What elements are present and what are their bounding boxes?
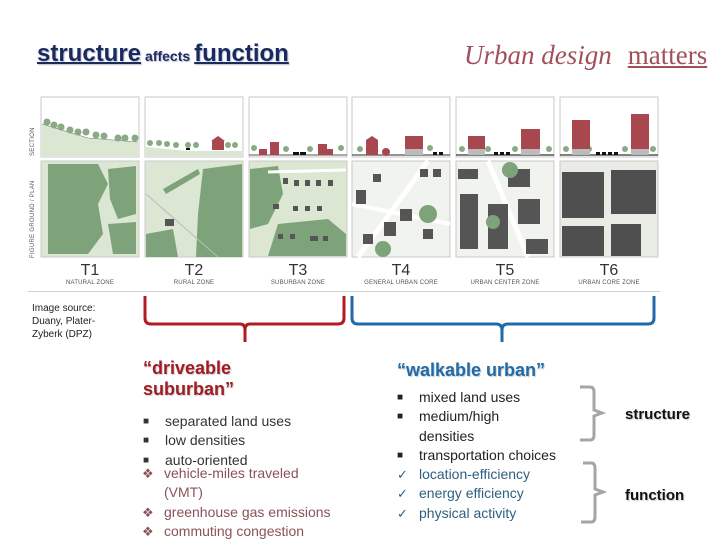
driveable-heading-line-2: suburban”: [143, 379, 235, 399]
list-item: ■ transportation choices: [397, 446, 556, 465]
zone-name-t4: GENERAL URBAN CORE: [364, 280, 438, 286]
square-bullet-icon: ■: [143, 454, 150, 466]
zone-code-t6: T6: [599, 262, 619, 279]
square-bullet-icon: ■: [143, 416, 150, 427]
diamond-bullet-icon: ❖: [142, 504, 154, 520]
list-item-text: (VMT): [164, 484, 203, 501]
diagram-divider: [28, 291, 660, 292]
walkable-structure-list: ■mixed land uses ■medium/high densities …: [397, 388, 556, 465]
structure-label: structure: [625, 406, 691, 423]
zone-code-t5: T5: [495, 262, 515, 279]
zone-code-t1: T1: [80, 262, 100, 279]
list-item: densities: [397, 427, 556, 446]
driveable-suburban-heading: “driveable suburban”: [143, 358, 234, 400]
square-bullet-icon: ■: [397, 411, 404, 423]
checkmark-icon: ✓: [397, 467, 408, 482]
list-item: ■ auto-oriented: [143, 451, 291, 470]
list-item: ❖ vehicle-miles traveled: [142, 464, 331, 483]
list-item-text: auto-oriented: [165, 451, 248, 468]
list-item-text: physical activity: [419, 504, 517, 521]
image-source-line-1: Image source:: [32, 303, 96, 314]
list-item: ❖ greenhouse gas emissions: [142, 503, 331, 522]
list-item: ✓ location-efficiency: [397, 465, 530, 484]
diamond-bullet-icon: ❖: [142, 523, 154, 539]
zone-code-t3: T3: [288, 262, 308, 279]
image-source-note: Image source: Duany, Plater- Zyberk (DPZ…: [32, 302, 95, 341]
structure-brace-icon: [580, 385, 607, 442]
list-item-text: separated land uses: [165, 413, 292, 429]
function-brace-icon: [581, 461, 608, 524]
title-word-affects: affects: [145, 48, 191, 64]
list-item: ■ low densities: [143, 431, 291, 450]
driveable-heading-line-1: “driveable: [143, 358, 232, 378]
square-bullet-icon: ■: [397, 392, 404, 403]
zone-name-t6: URBAN CORE ZONE: [578, 280, 640, 286]
list-item-text: medium/high: [419, 408, 500, 425]
function-label: function: [625, 487, 685, 504]
list-item: ■ mixed land uses: [397, 388, 556, 407]
zone-code-t4: T4: [391, 262, 411, 279]
title-matters: matters: [627, 40, 708, 70]
list-item: ✓ energy efficiency: [397, 484, 530, 503]
image-source-line-3: Zyberk (DPZ): [32, 329, 92, 340]
list-item-text: low densities: [165, 432, 246, 449]
title-urban-design-matters: Urban design matters: [464, 40, 707, 71]
list-item-text: commuting congestion: [164, 522, 305, 539]
zone-name-t5: URBAN CENTER ZONE: [470, 280, 540, 286]
diamond-bullet-icon: ❖: [142, 466, 154, 481]
title-urban-design: Urban design: [464, 40, 612, 70]
list-item: ■ medium/high: [397, 407, 556, 426]
zone-name-t1: NATURAL ZONE: [65, 280, 115, 286]
list-item-text: densities: [419, 427, 475, 444]
checkmark-icon: ✓: [397, 505, 408, 521]
list-item: ■ separated land uses: [143, 412, 291, 431]
checkmark-icon: ✓: [397, 486, 408, 502]
blue-brace-icon: [350, 296, 656, 342]
list-item-text: mixed land uses: [419, 389, 521, 405]
list-item-text: location-efficiency: [419, 466, 531, 482]
list-item: ❖ commuting congestion: [142, 522, 331, 541]
square-bullet-icon: ■: [143, 435, 150, 447]
list-item-text: vehicle-miles traveled: [164, 465, 299, 481]
red-brace-icon: [143, 296, 346, 342]
list-item: (VMT): [142, 483, 331, 502]
driveable-function-list: ❖ vehicle-miles traveled (VMT) ❖ greenhous…: [142, 464, 331, 541]
zone-code-t2: T2: [184, 262, 204, 279]
image-source-line-2: Duany, Plater-: [32, 316, 96, 327]
zone-name-t3: SUBURBAN ZONE: [270, 280, 326, 286]
list-item-text: transportation choices: [419, 446, 556, 463]
zone-name-t2: RURAL ZONE: [173, 280, 215, 286]
walkable-urban-heading: “walkable urban”: [397, 360, 546, 380]
transect-illustration: [40, 96, 659, 259]
walkable-function-list: ✓location-efficiency ✓energy efficiency …: [397, 465, 530, 523]
title-word-function: function: [194, 40, 289, 67]
title-word-structure: structure: [37, 40, 142, 67]
list-item-text: greenhouse gas emissions: [164, 503, 331, 520]
transect-diagram: SECTION FIGURE GROUND / PLAN: [28, 94, 680, 289]
driveable-structure-list: ■ separated land uses ■ low densities ■ aut…: [143, 412, 291, 470]
list-item: ✓ physical activity: [397, 504, 530, 523]
list-item-text: energy efficiency: [419, 485, 524, 502]
square-bullet-icon: ■: [397, 449, 404, 461]
